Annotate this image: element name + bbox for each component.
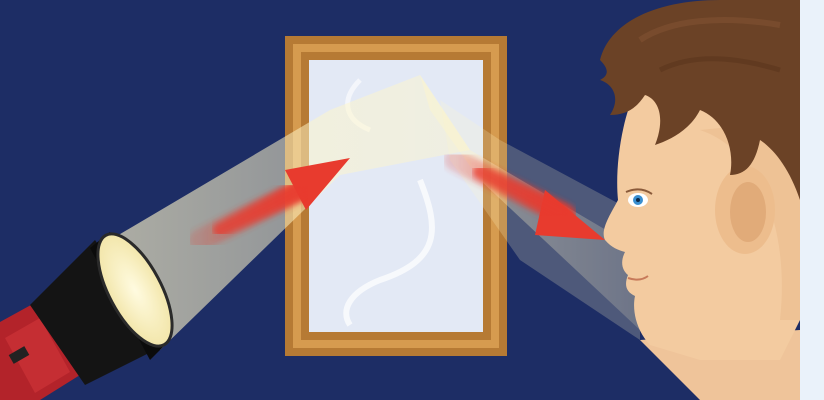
- illustration-scene: [0, 0, 824, 400]
- reflection-illustration: [0, 0, 824, 400]
